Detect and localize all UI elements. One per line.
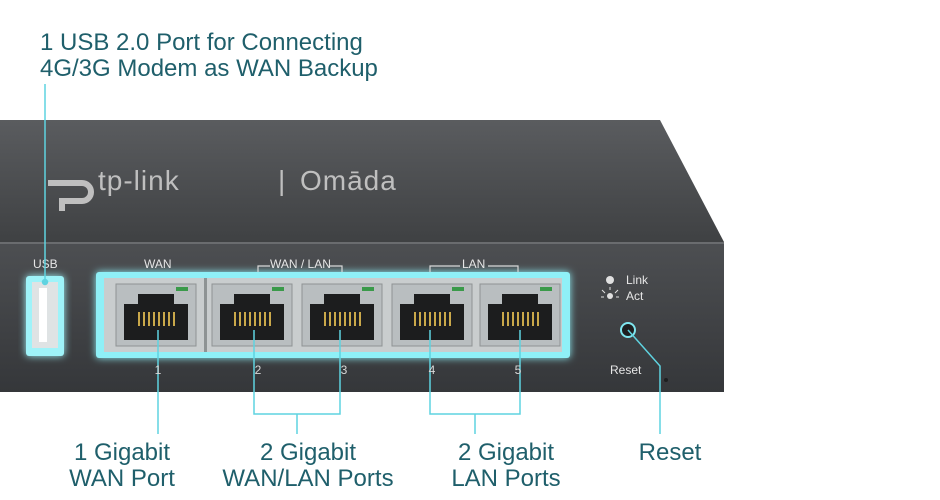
ethernet-port-2 [211,283,293,347]
lan-label: LAN [462,257,485,271]
front-edge-highlight [0,242,724,244]
tp-link-logo-mark [48,180,94,211]
wan-callout-line2: WAN Port [69,465,175,492]
usb-port-tongue [39,288,47,342]
wan-lan-label: WAN / LAN [270,257,331,271]
wanlan-callout-line1: 2 Gigabit [259,439,357,466]
link-label: Link [626,273,649,287]
act-label: Act [626,289,644,303]
screw-hole [664,378,668,382]
wan-lan-bracket [257,265,343,272]
port-number-4: 4 [429,363,436,377]
usb-callout-line2: 4G/3G Modem as WAN Backup [40,55,378,82]
reset-callout: Reset [620,440,720,466]
ethernet-port-1 [115,283,197,347]
reset-leader-line [627,329,661,434]
tp-link-logo: tp-link | Omāda [48,165,397,211]
usb-callout-line1: 1 USB 2.0 Port for Connecting [40,29,363,56]
reset-callout-label: Reset [638,439,702,466]
port-number-1: 1 [155,363,162,377]
wan-label: WAN [144,257,172,271]
link-led-icon [606,276,614,284]
act-led-icon [601,287,619,299]
port-number-5: 5 [515,363,522,377]
product-text: Omāda [300,165,397,196]
lan-callout: 2 Gigabit LAN Ports [436,440,576,492]
ethernet-port-3 [301,283,383,347]
brand-text: tp-link [98,165,180,196]
ethernet-port-4 [391,283,473,347]
usb-leader-dot [41,278,49,286]
wanlan-leader-line [253,330,341,434]
wan-callout-line1: 1 Gigabit [73,439,171,466]
lan-bracket [429,265,519,272]
wan-callout: 1 Gigabit WAN Port [52,440,192,492]
reset-panel-label: Reset [610,363,642,377]
port-number-3: 3 [341,363,348,377]
port-divider [204,278,207,352]
lan-callout-line1: 2 Gigabit [457,439,555,466]
lan-callout-line2: LAN Ports [451,465,561,492]
wanlan-callout: 2 Gigabit WAN/LAN Ports [208,440,408,492]
wanlan-callout-line2: WAN/LAN Ports [222,465,394,492]
usb-callout: 1 USB 2.0 Port for Connecting 4G/3G Mode… [40,30,378,82]
port-number-2: 2 [255,363,262,377]
lan-leader-line [429,330,521,434]
chassis-top [0,120,724,242]
brand-separator: | [278,165,286,196]
